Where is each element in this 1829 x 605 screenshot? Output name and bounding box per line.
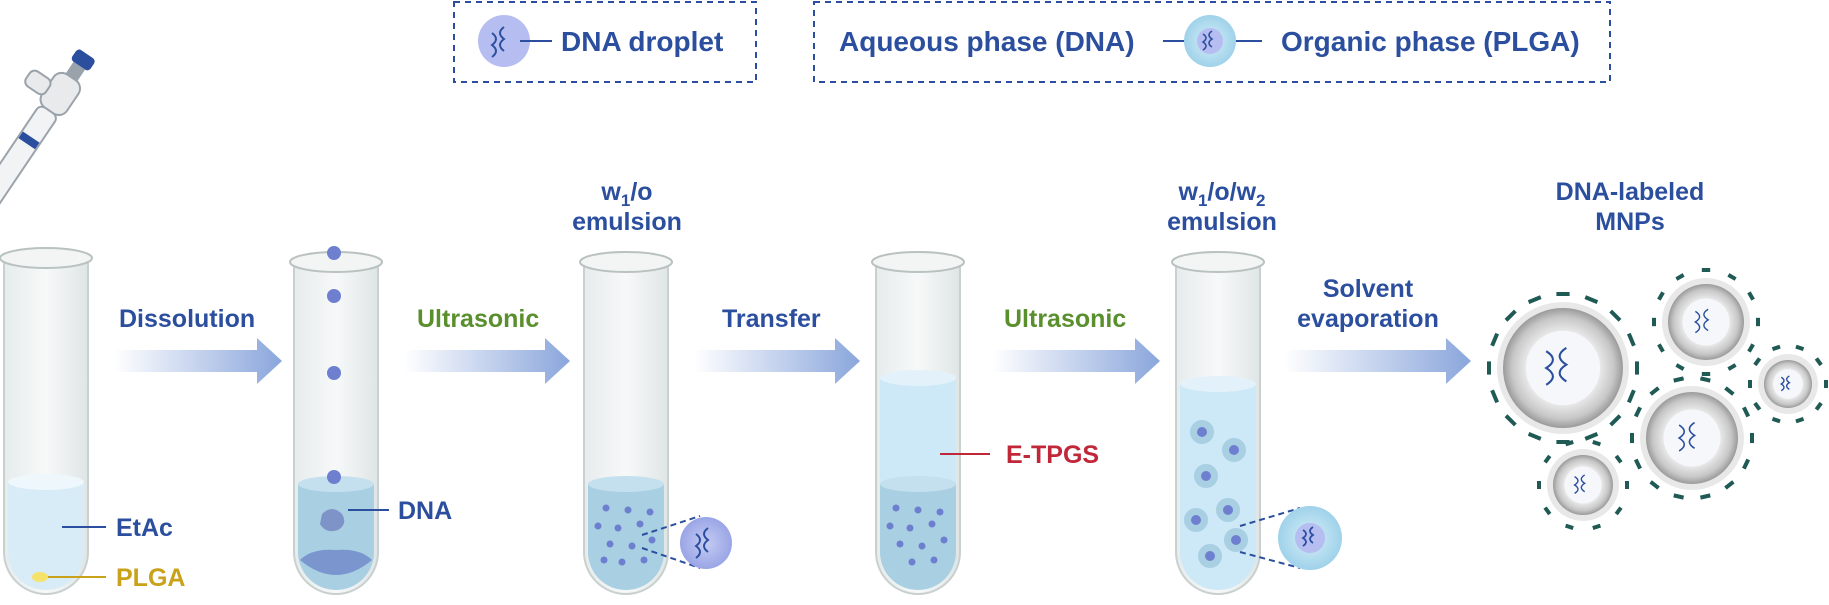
title-w1ow2-line2: emulsion bbox=[1167, 208, 1277, 236]
mnp-particle bbox=[1748, 344, 1828, 424]
title-mnp-line1: DNA-labeled bbox=[1556, 178, 1705, 206]
step-transfer: Transfer bbox=[694, 305, 860, 384]
dna-droplet-icon bbox=[478, 15, 530, 67]
title-w1ow2: w1/o/w2 bbox=[1178, 178, 1266, 210]
dna-helix-icon bbox=[1573, 474, 1586, 494]
step-solvent-line1: Solvent bbox=[1323, 275, 1414, 303]
label-plga: PLGA bbox=[116, 564, 185, 592]
step-ultrasonic-2-label: Ultrasonic bbox=[1004, 305, 1126, 333]
step-ultrasonic-1: Ultrasonic bbox=[404, 305, 570, 384]
step-ultrasonic-2: Ultrasonic bbox=[992, 305, 1160, 384]
title-w1o: w1/o bbox=[600, 178, 652, 210]
step-solvent-line2: evaporation bbox=[1297, 305, 1439, 333]
plga-particle bbox=[32, 572, 48, 582]
step-ultrasonic-1-label: Ultrasonic bbox=[417, 305, 539, 333]
dna-helix-icon bbox=[490, 26, 506, 58]
title-mnp-line2: MNPs bbox=[1595, 208, 1664, 236]
tube-2: DNA bbox=[289, 246, 452, 595]
step-dissolution-label: Dissolution bbox=[119, 305, 255, 333]
arrow-transfer bbox=[694, 338, 860, 384]
legend-droplet-label: DNA droplet bbox=[561, 26, 723, 57]
label-etpgs: E-TPGS bbox=[1006, 441, 1099, 469]
legend-droplet-box: DNA droplet bbox=[453, 1, 757, 83]
tube-5: w1/o/w2 emulsion bbox=[1167, 178, 1342, 595]
tube-3: w1/o emulsion bbox=[572, 178, 732, 595]
mnp-particle bbox=[1630, 376, 1754, 500]
legend-organic-label: Organic phase (PLGA) bbox=[1281, 26, 1580, 57]
arrow-ultrasonic-1 bbox=[404, 338, 570, 384]
step-dissolution: Dissolution bbox=[114, 305, 282, 384]
mnp-particle bbox=[1652, 268, 1760, 376]
dna-helix-icon bbox=[1779, 375, 1791, 392]
arrow-solvent-evaporation bbox=[1284, 338, 1471, 384]
legend-phase-box: Aqueous phase (DNA) Organic phase (PLGA) bbox=[813, 1, 1611, 83]
mnp-particle bbox=[1537, 440, 1629, 530]
dna-helix-icon bbox=[1544, 346, 1569, 386]
mnp-particle bbox=[1487, 292, 1639, 444]
step-solvent-evaporation: Solvent evaporation bbox=[1284, 275, 1471, 384]
label-dna: DNA bbox=[398, 497, 452, 525]
mnp-group bbox=[1487, 268, 1828, 530]
title-w1o-line2: emulsion bbox=[572, 208, 682, 236]
pipette-icon bbox=[0, 49, 95, 215]
arrow-ultrasonic-2 bbox=[992, 338, 1160, 384]
dna-helix-icon bbox=[1694, 308, 1710, 334]
step-transfer-label: Transfer bbox=[722, 305, 821, 333]
legend-aqueous-label: Aqueous phase (DNA) bbox=[839, 26, 1135, 57]
tube-4: E-TPGS bbox=[871, 251, 1099, 595]
arrow-dissolution bbox=[114, 338, 282, 384]
label-etac: EtAc bbox=[116, 514, 173, 542]
dna-helix-icon bbox=[1677, 421, 1697, 452]
tube-1: EtAc PLGA bbox=[0, 247, 185, 595]
